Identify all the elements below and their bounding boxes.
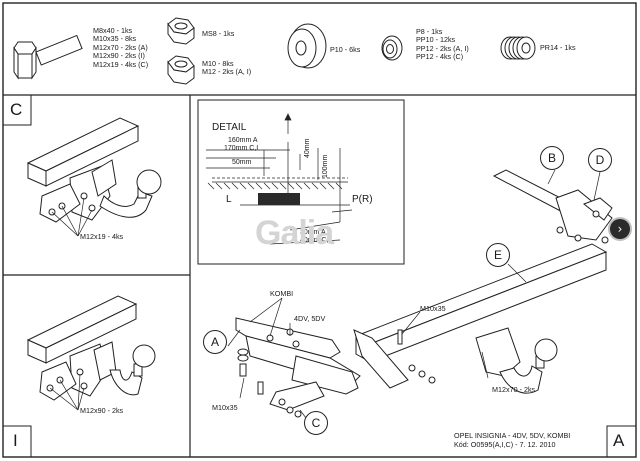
callout-d: D [588,148,612,172]
detail-dim-30: 30mm A [300,229,326,236]
main-leader-lines [227,169,601,419]
panel-c-letter: C [10,100,23,119]
detail-dim-40ci: 40mm C,I [300,237,331,244]
detail-dim-50: 50mm [232,159,252,166]
callout-c: C [304,411,328,435]
washer-p10-icon [287,23,327,69]
callout-b: B [540,146,564,170]
callout-a: A [203,330,227,354]
bolt-m10-top-label: M10x35 [420,304,446,313]
detail-dim-40: 40mm [304,138,311,158]
detail-drawing [206,113,353,245]
main-hitch-drawing [235,169,613,418]
panel-c-hitch-drawing [26,117,162,223]
detail-bar-section [258,193,300,205]
panel-i-hitch-drawing [26,295,156,401]
detail-dim-100: 100mm [322,154,329,178]
panel-i-bolt-label: M12x90 - 2ks [80,406,124,415]
spring-washer-label: PR14 - 1ks [540,43,576,52]
bolt-m10-left-label: M10x35 [212,403,238,412]
detail-letter-pr: P(R) [352,194,373,205]
panel-i-letter: I [13,431,18,450]
bolt-icon [13,34,83,80]
bolts-label: M8x40 - 1ks M10x35 - 8ks M12x70 - 2ks (A… [93,26,149,69]
spring-washer-icon [500,36,536,60]
code-label: Kód: O0595(A,I,C) - 7. 12. 2010 [454,440,556,449]
panel-a-letter: A [613,431,625,450]
variant-label: 4DV, 5DV [294,314,326,323]
kombi-label: KOMBI [270,289,294,298]
nut-m8-label: MS8 - 1ks [202,29,235,38]
washer-p10-label: P10 - 6ks [330,45,361,54]
nuts-label: M10 - 8ks M12 - 2ks (A, I) [202,59,252,77]
detail-letter-l: L [226,194,232,205]
panel-c-bolt-label: M12x19 - 4ks [80,232,124,241]
detail-title: DETAIL [212,122,247,133]
nut-m8-icon [167,17,195,45]
callout-e: E [486,243,510,267]
detail-watermark: Galia [255,214,334,252]
bolt-m12-label: M12x70 - 2ks [492,385,536,394]
washer-pp-icon [381,35,403,61]
nut-m10-icon [167,55,195,85]
chevron-right-icon[interactable]: › [610,219,630,239]
washers-label: P8 - 1ks PP10 - 12ks PP12 - 2ks (A, I) P… [416,27,469,62]
vehicle-label: OPEL INSIGNIA - 4DV, 5DV, KOMBI [454,431,571,440]
detail-dim-ci: 170mm C,I [224,145,259,152]
detail-dim-a: 160mm A [228,137,258,144]
